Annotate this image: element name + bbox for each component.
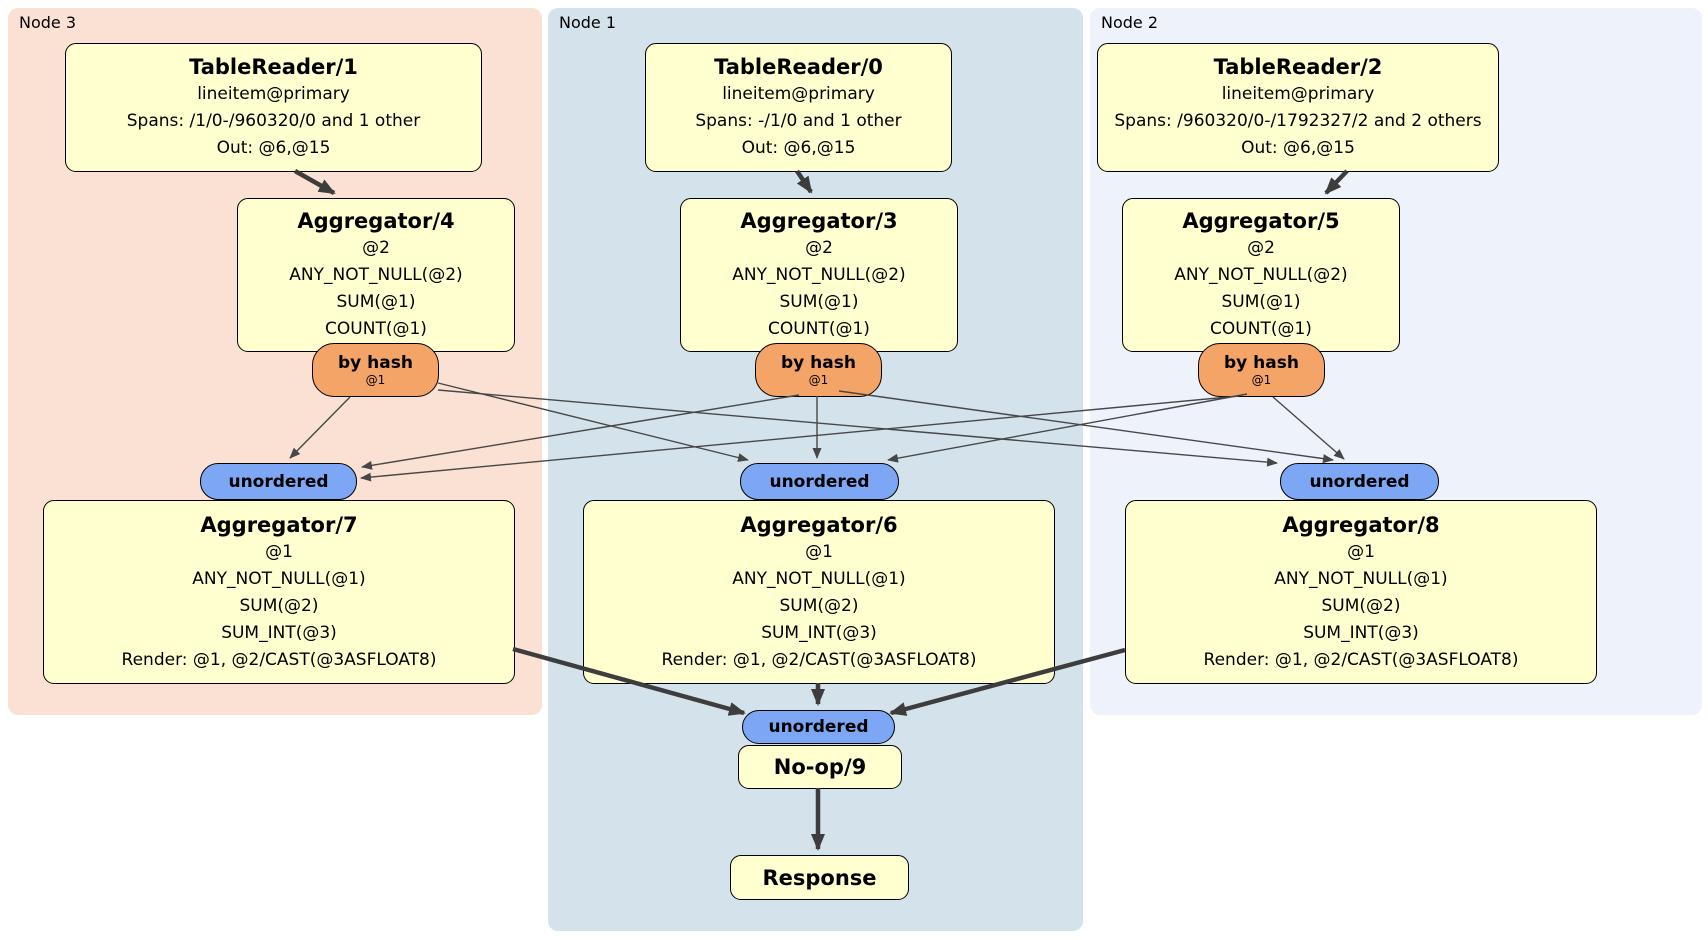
router-by-hash-node2: by hash @1: [1198, 343, 1325, 397]
node-aggregator-3: Aggregator/3 @2 ANY_NOT_NULL(@2) SUM(@1)…: [680, 198, 958, 352]
node-detail: Render: @1, @2/CAST(@3ASFLOAT8): [121, 649, 437, 670]
node-aggregator-8: Aggregator/8 @1 ANY_NOT_NULL(@1) SUM(@2)…: [1125, 500, 1597, 684]
node-tablereader-0: TableReader/0 lineitem@primary Spans: -/…: [645, 43, 952, 172]
node-detail: SUM(@1): [1221, 292, 1301, 312]
node-title: TableReader/1: [189, 55, 358, 79]
node-aggregator-6: Aggregator/6 @1 ANY_NOT_NULL(@1) SUM(@2)…: [583, 500, 1055, 684]
node-detail: SUM_INT(@3): [1303, 622, 1419, 643]
stream-unordered-node2: unordered: [1280, 463, 1439, 500]
node-title: Aggregator/5: [1182, 209, 1340, 233]
node-detail: Spans: -/1/0 and 1 other: [695, 111, 902, 131]
node-detail: lineitem@primary: [722, 84, 875, 104]
router-label: by hash: [1224, 353, 1299, 373]
node-tablereader-1: TableReader/1 lineitem@primary Spans: /1…: [65, 43, 482, 172]
node-title: Aggregator/3: [740, 209, 898, 233]
node-detail: @1: [805, 541, 833, 562]
node-detail: COUNT(@1): [325, 319, 427, 339]
node-detail: ANY_NOT_NULL(@2): [732, 265, 906, 285]
node-tablereader-2: TableReader/2 lineitem@primary Spans: /9…: [1097, 43, 1499, 172]
node-noop-9: No-op/9: [738, 745, 902, 789]
node-detail: ANY_NOT_NULL(@1): [1274, 568, 1448, 589]
stream-label: unordered: [769, 471, 870, 492]
router-key: @1: [1251, 373, 1272, 387]
stream-label: unordered: [228, 471, 329, 492]
stream-unordered-node3: unordered: [200, 463, 357, 500]
node-detail: lineitem@primary: [197, 84, 350, 104]
node-detail: SUM(@2): [239, 595, 319, 616]
node-title: TableReader/2: [1213, 55, 1383, 79]
stream-unordered-final: unordered: [742, 710, 895, 744]
node-detail: Out: @6,@15: [216, 138, 331, 158]
node-detail: SUM_INT(@3): [221, 622, 337, 643]
node-title: Aggregator/4: [297, 209, 455, 233]
node-detail: @1: [1347, 541, 1375, 562]
node-title: Aggregator/6: [740, 512, 898, 537]
node-detail: SUM(@1): [336, 292, 416, 312]
node-aggregator-7: Aggregator/7 @1 ANY_NOT_NULL(@1) SUM(@2)…: [43, 500, 515, 684]
node-detail: COUNT(@1): [1210, 319, 1312, 339]
node-title: Aggregator/7: [200, 512, 358, 537]
node-aggregator-5: Aggregator/5 @2 ANY_NOT_NULL(@2) SUM(@1)…: [1122, 198, 1400, 352]
node-title: Aggregator/8: [1282, 512, 1440, 537]
node-detail: SUM_INT(@3): [761, 622, 877, 643]
node-detail: @2: [805, 238, 833, 258]
node-detail: ANY_NOT_NULL(@2): [1174, 265, 1348, 285]
node2-label: Node 2: [1101, 13, 1159, 32]
node-detail: SUM(@1): [779, 292, 859, 312]
node-response: Response: [730, 855, 909, 900]
router-by-hash-node3: by hash @1: [312, 343, 439, 397]
node-detail: SUM(@2): [1321, 595, 1401, 616]
node-detail: Spans: /1/0-/960320/0 and 1 other: [126, 111, 421, 131]
node-detail: SUM(@2): [779, 595, 859, 616]
node-title: No-op/9: [773, 755, 867, 779]
node-aggregator-4: Aggregator/4 @2 ANY_NOT_NULL(@2) SUM(@1)…: [237, 198, 515, 352]
stream-label: unordered: [768, 717, 869, 737]
node-detail: @2: [362, 238, 390, 258]
node-title: TableReader/0: [714, 55, 883, 79]
node-detail: ANY_NOT_NULL(@1): [732, 568, 906, 589]
node3-label: Node 3: [19, 13, 77, 32]
node-detail: lineitem@primary: [1221, 84, 1375, 104]
node-detail: Spans: /960320/0-/1792327/2 and 2 others: [1114, 111, 1482, 131]
node-detail: Out: @6,@15: [741, 138, 856, 158]
router-label: by hash: [781, 353, 856, 373]
node-detail: Out: @6,@15: [1241, 138, 1355, 158]
node-detail: @2: [1247, 238, 1275, 258]
node-detail: ANY_NOT_NULL(@2): [289, 265, 463, 285]
stream-unordered-node1: unordered: [740, 463, 899, 500]
router-key: @1: [365, 373, 386, 387]
node-detail: @1: [265, 541, 293, 562]
node-title: Response: [762, 865, 877, 890]
node1-label: Node 1: [559, 13, 617, 32]
router-key: @1: [808, 373, 829, 387]
router-by-hash-node1: by hash @1: [755, 343, 882, 397]
router-label: by hash: [338, 353, 413, 373]
node-detail: Render: @1, @2/CAST(@3ASFLOAT8): [1203, 649, 1519, 670]
stream-label: unordered: [1309, 471, 1410, 492]
node-detail: COUNT(@1): [768, 319, 870, 339]
node-detail: Render: @1, @2/CAST(@3ASFLOAT8): [661, 649, 977, 670]
node-detail: ANY_NOT_NULL(@1): [192, 568, 366, 589]
